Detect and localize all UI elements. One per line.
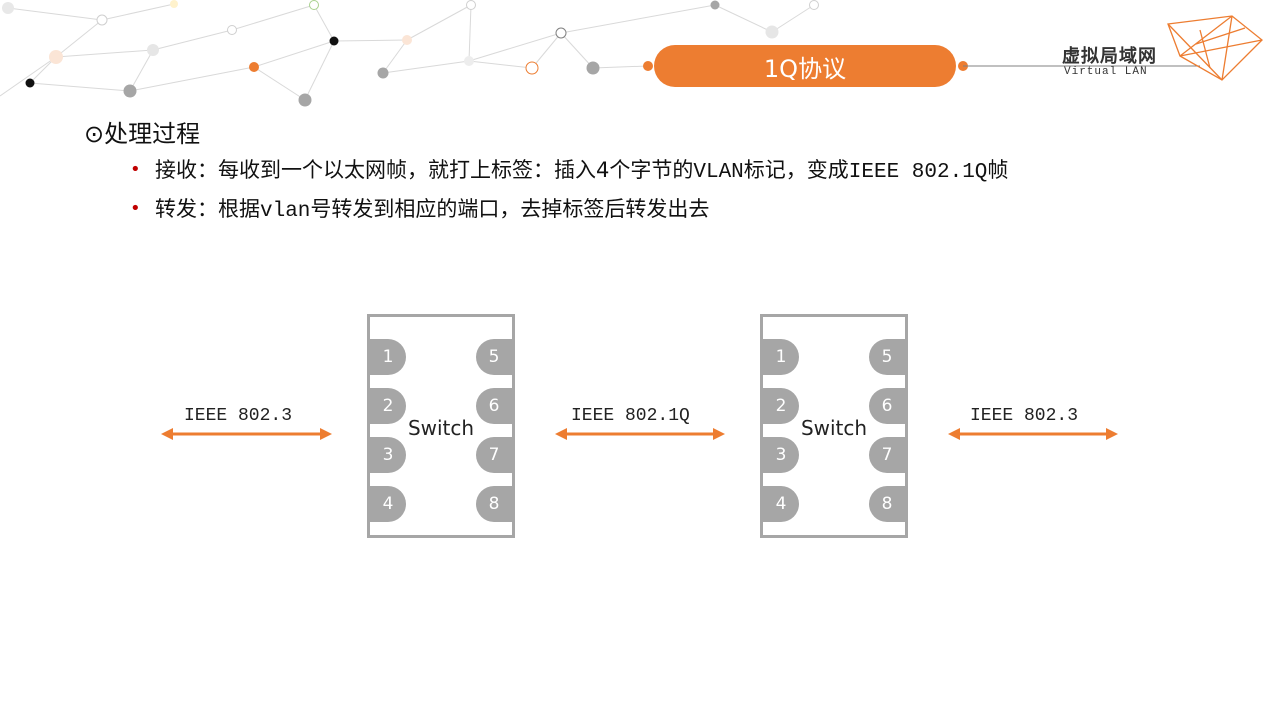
port-8: 8 bbox=[476, 486, 512, 522]
section-heading: ⊙处理过程 bbox=[84, 120, 201, 148]
switch-box-2: 1 2 3 4 5 6 7 8 Switch bbox=[760, 314, 908, 538]
link-label-right: IEEE 802.3 bbox=[970, 406, 1079, 426]
switch-label: Switch bbox=[800, 416, 868, 440]
bullet-mono: IEEE 802.1Q bbox=[848, 161, 988, 184]
switch-box-1: 1 2 3 4 5 6 7 8 Switch bbox=[367, 314, 515, 538]
switch-label: Switch bbox=[407, 416, 475, 440]
bullet-text: 号转发到相应的端口，去掉标签后转发出去 bbox=[310, 197, 710, 221]
link-label-left: IEEE 802.3 bbox=[184, 406, 293, 426]
double-arrow-icon bbox=[161, 428, 332, 440]
port-4: 4 bbox=[763, 486, 799, 522]
port-7: 7 bbox=[869, 437, 905, 473]
slide-title-pill: 1Q协议 bbox=[654, 45, 956, 87]
bullet-item-receive: • 接收：每收到一个以太网帧，就打上标签：插入4个字节的VLAN标记，变成IEE… bbox=[130, 152, 1008, 191]
port-2: 2 bbox=[370, 388, 406, 424]
bullet-mono: VLAN bbox=[693, 161, 744, 184]
port-6: 6 bbox=[869, 388, 905, 424]
bullet-item-forward: • 转发：根据vlan号转发到相应的端口，去掉标签后转发出去 bbox=[130, 191, 1008, 230]
bullet-text: 每收到一个以太网帧，就打上标签：插入4个字节的 bbox=[218, 158, 694, 182]
double-arrow-icon bbox=[555, 428, 725, 440]
network-decoration bbox=[0, 0, 1263, 107]
slide-title: 1Q协议 bbox=[763, 54, 847, 83]
brand-subtitle: Virtual LAN bbox=[1064, 66, 1148, 78]
port-8: 8 bbox=[869, 486, 905, 522]
port-5: 5 bbox=[476, 339, 512, 375]
brand-title: 虚拟局域网 bbox=[1062, 46, 1157, 67]
bullet-label: 接收： bbox=[155, 158, 218, 182]
port-3: 3 bbox=[370, 437, 406, 473]
port-2: 2 bbox=[763, 388, 799, 424]
bullet-text: 标记，变成 bbox=[743, 158, 849, 182]
port-4: 4 bbox=[370, 486, 406, 522]
port-7: 7 bbox=[476, 437, 512, 473]
bullet-label: 转发： bbox=[155, 197, 218, 221]
double-arrow-icon bbox=[948, 428, 1118, 440]
bullet-dot-icon: • bbox=[130, 198, 141, 219]
bullet-text: 根据 bbox=[218, 197, 260, 221]
port-3: 3 bbox=[763, 437, 799, 473]
port-1: 1 bbox=[763, 339, 799, 375]
link-label-middle: IEEE 802.1Q bbox=[571, 406, 690, 426]
port-1: 1 bbox=[370, 339, 406, 375]
bullet-mono: vlan bbox=[260, 200, 311, 223]
bullet-list: • 接收：每收到一个以太网帧，就打上标签：插入4个字节的VLAN标记，变成IEE… bbox=[130, 152, 1008, 230]
port-5: 5 bbox=[869, 339, 905, 375]
logo-icon bbox=[1167, 15, 1263, 81]
bullet-text: 帧 bbox=[987, 158, 1009, 182]
port-6: 6 bbox=[476, 388, 512, 424]
bullet-dot-icon: • bbox=[130, 159, 141, 180]
